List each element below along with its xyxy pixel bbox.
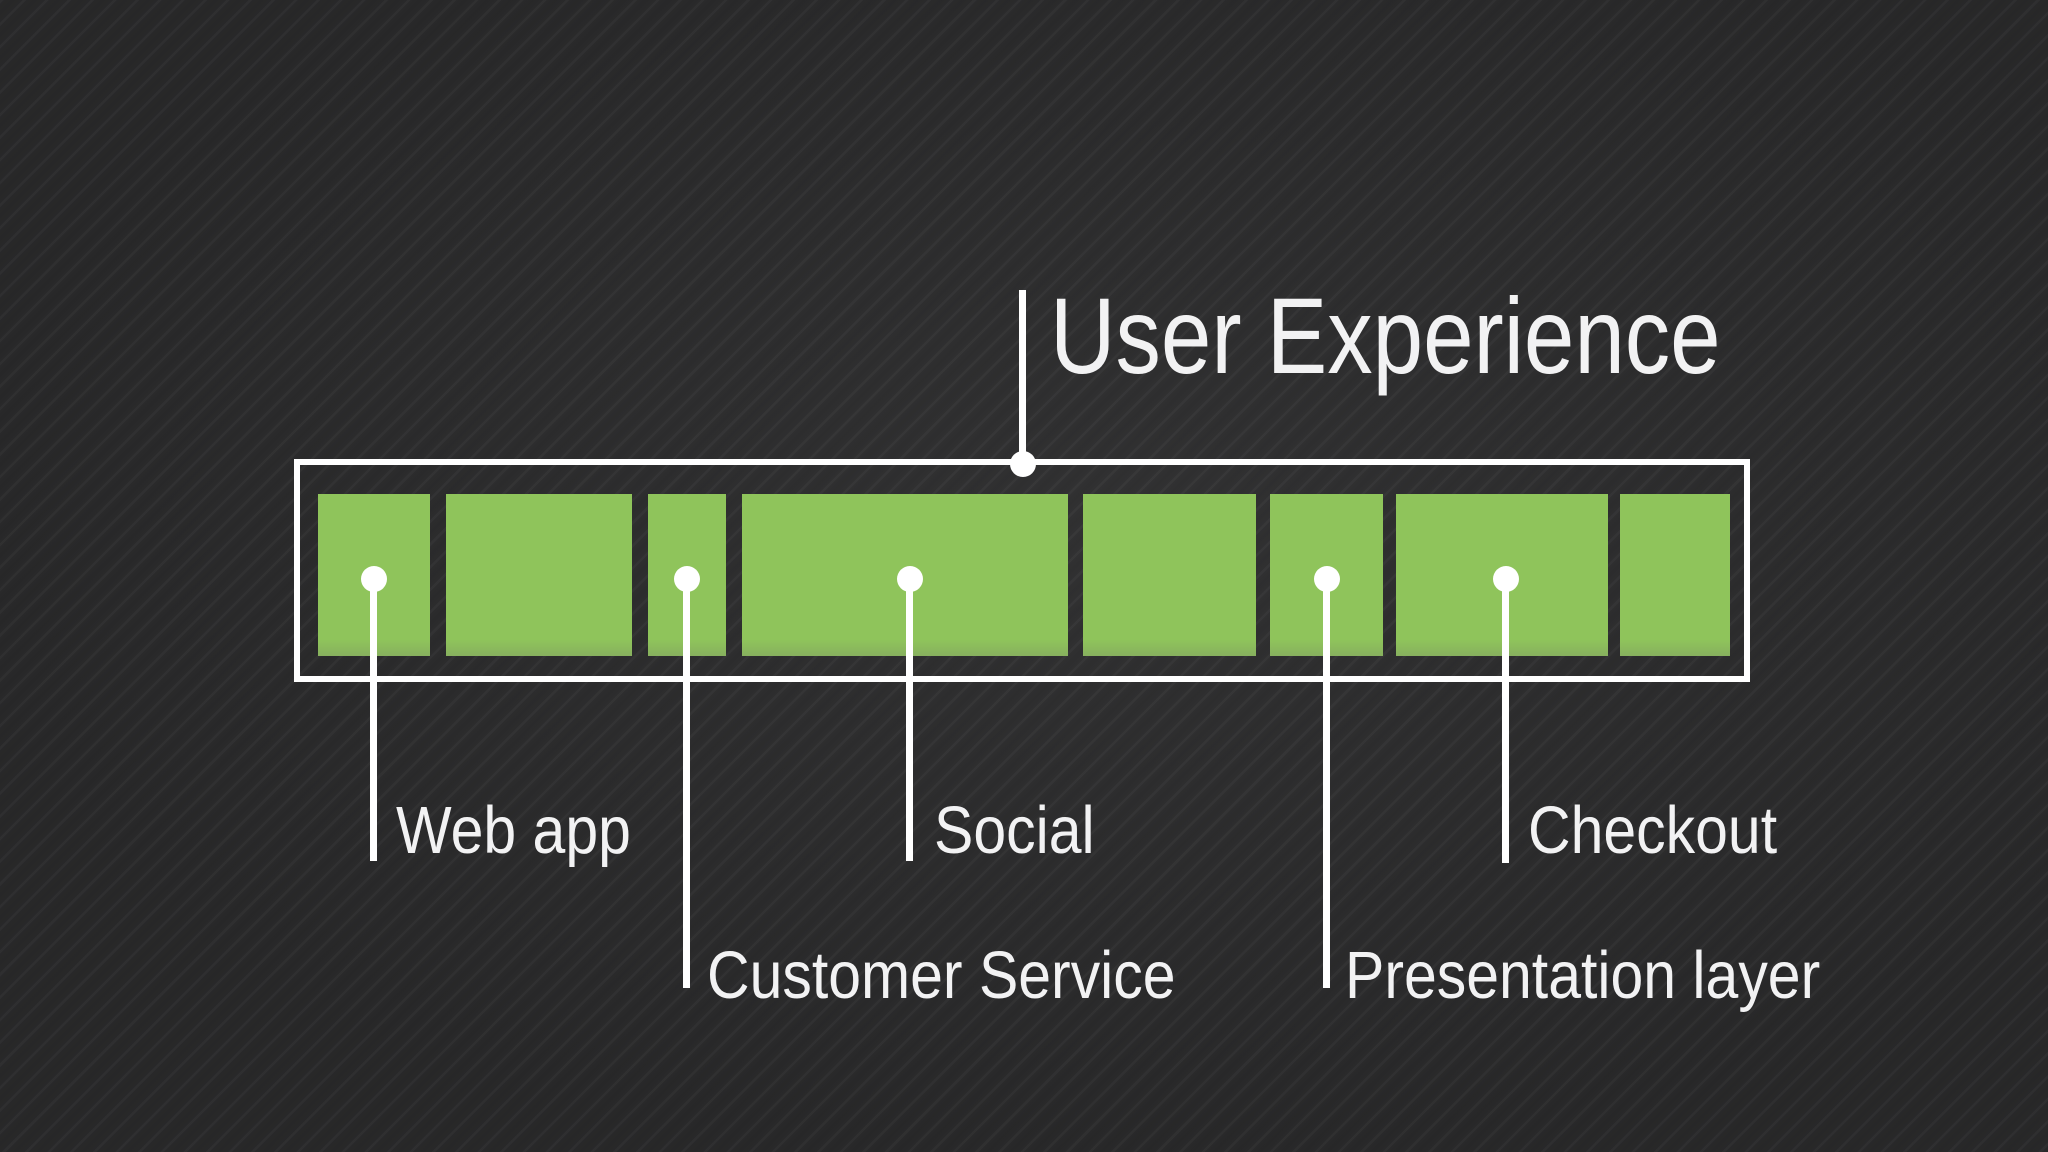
callout-dot-customer-service: [674, 566, 700, 592]
block-8: [1620, 494, 1730, 656]
block-2: [446, 494, 632, 656]
callout-label-web-app: Web app: [396, 793, 631, 868]
callout-line-social: [906, 579, 913, 861]
callout-line-checkout: [1502, 579, 1509, 863]
callout-label-social: Social: [934, 793, 1095, 868]
callout-dot-web-app: [361, 566, 387, 592]
callout-label-checkout: Checkout: [1528, 793, 1778, 868]
diagram-title: User Experience: [1050, 275, 1721, 396]
callout-dot-presentation-layer: [1314, 566, 1340, 592]
callout-line-customer-service: [683, 579, 690, 988]
block-5: [1083, 494, 1256, 656]
callout-dot-social: [897, 566, 923, 592]
callout-dot-checkout: [1493, 566, 1519, 592]
callout-line-presentation-layer: [1323, 579, 1330, 988]
title-connector-line: [1019, 290, 1026, 464]
user-experience-container: [294, 459, 1750, 682]
callout-label-customer-service: Customer Service: [707, 938, 1176, 1013]
callout-label-presentation-layer: Presentation layer: [1345, 938, 1821, 1013]
callout-line-web-app: [370, 579, 377, 861]
